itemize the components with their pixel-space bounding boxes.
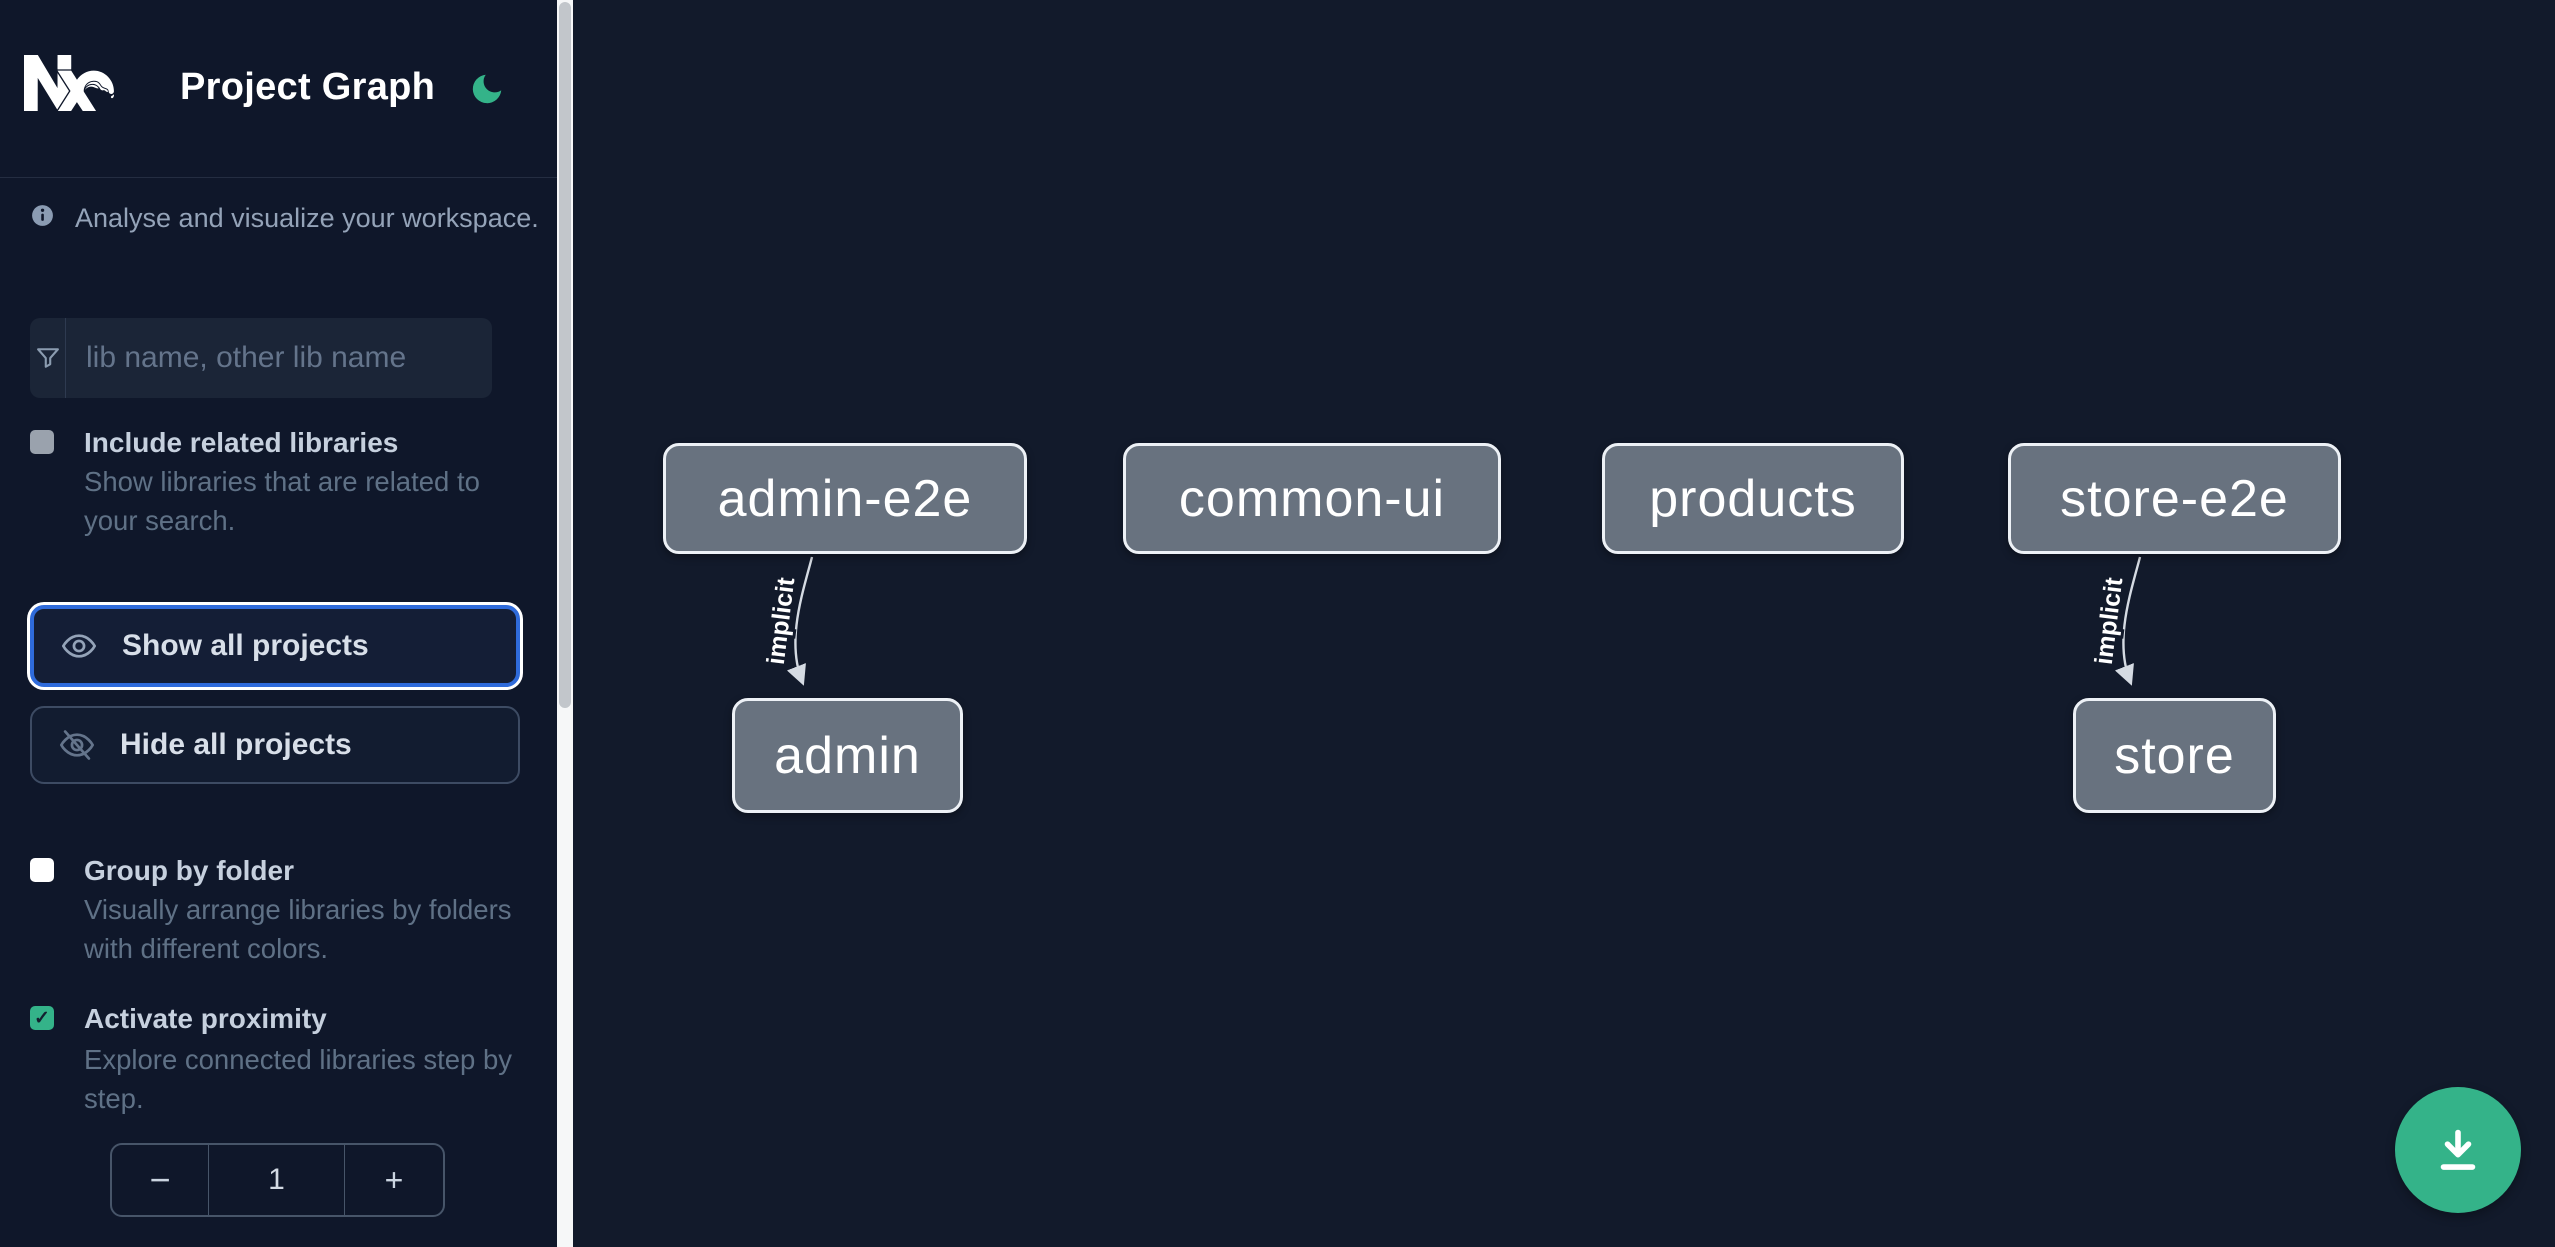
info-icon — [32, 205, 53, 226]
intro-text: Analyse and visualize your workspace. — [75, 203, 539, 233]
download-icon — [2440, 1129, 2476, 1170]
search-input[interactable] — [66, 318, 492, 398]
hide-all-projects-button[interactable]: Hide all projects — [30, 706, 520, 784]
include-related-label: Include related libraries — [84, 427, 399, 458]
activate-proximity-checkbox[interactable]: ✓ — [30, 1006, 54, 1030]
download-image-button[interactable] — [2395, 1087, 2521, 1213]
sidebar-scrollbar-track[interactable] — [557, 0, 573, 1247]
proximity-stepper: − 1 + — [110, 1143, 445, 1217]
proximity-decrement-button[interactable]: − — [112, 1145, 209, 1215]
graph-edges: implicit implicit — [759, 556, 2142, 686]
hide-all-projects-label: Hide all projects — [120, 728, 352, 761]
activate-proximity-label: Activate proximity — [84, 1003, 327, 1034]
graph-node-admin[interactable]: admin — [732, 698, 963, 813]
show-all-projects-button[interactable]: Show all projects — [30, 605, 520, 687]
group-by-folder-description: Visually arrange libraries by folders wi… — [84, 894, 512, 964]
show-all-projects-label: Show all projects — [122, 629, 369, 662]
proximity-value: 1 — [268, 1163, 285, 1196]
eye-icon — [61, 634, 97, 658]
moon-icon[interactable] — [468, 70, 506, 108]
graph-node-store-e2e[interactable]: store-e2e — [2008, 443, 2341, 554]
graph-node-common-ui[interactable]: common-ui — [1123, 443, 1501, 554]
sidebar-header: Project Graph — [0, 0, 557, 178]
graph-node-products[interactable]: products — [1602, 443, 1904, 554]
nx-logo — [24, 55, 114, 111]
edge-store-e2e-store — [2114, 556, 2142, 686]
graph-node-admin-e2e[interactable]: admin-e2e — [663, 443, 1027, 554]
graph-node-store[interactable]: store — [2073, 698, 2276, 813]
proximity-increment-button[interactable]: + — [344, 1145, 443, 1215]
sidebar-scrollbar-thumb[interactable] — [559, 2, 571, 708]
edge-admin-e2e-admin — [786, 556, 814, 686]
activate-proximity-description: Explore connected libraries step by step… — [84, 1044, 513, 1114]
sidebar: Project Graph Analyse and visualize your… — [0, 0, 557, 1247]
include-related-description: Show libraries that are related to your … — [84, 466, 480, 536]
search-box — [30, 318, 492, 398]
eye-off-icon — [59, 730, 95, 760]
group-by-folder-checkbox[interactable] — [30, 858, 54, 882]
check-icon: ✓ — [34, 1007, 50, 1029]
filter-funnel-icon — [30, 318, 66, 398]
page-title: Project Graph — [180, 66, 436, 108]
group-by-folder-label: Group by folder — [84, 855, 294, 886]
include-related-checkbox[interactable] — [30, 430, 54, 454]
project-graph-canvas[interactable]: implicit implicit admin-e2e common-ui pr… — [573, 0, 2555, 1247]
